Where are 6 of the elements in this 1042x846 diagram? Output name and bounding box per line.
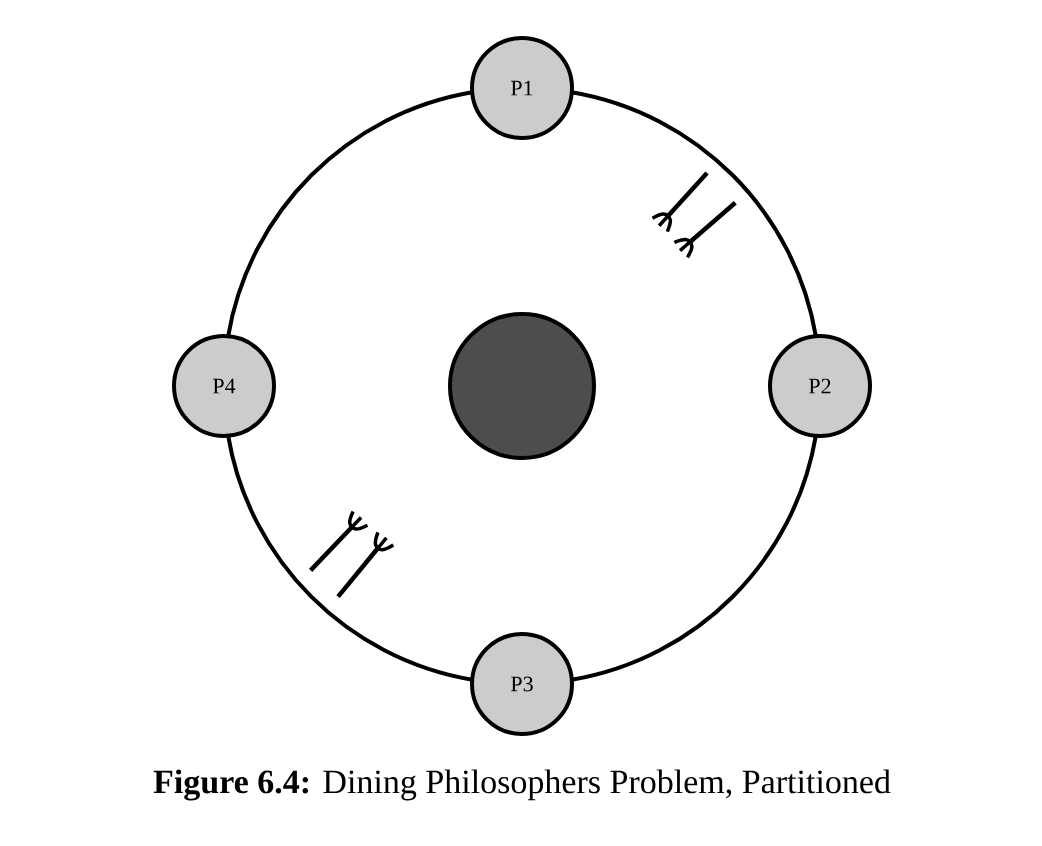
ring-arc [226,435,473,682]
ring-arc [571,435,818,682]
ring-arc [226,90,473,337]
ring-arc [571,90,818,337]
table-circle [448,312,596,460]
figure-caption: Figure 6.4: Dining Philosophers Problem, Partitioned [153,769,891,801]
